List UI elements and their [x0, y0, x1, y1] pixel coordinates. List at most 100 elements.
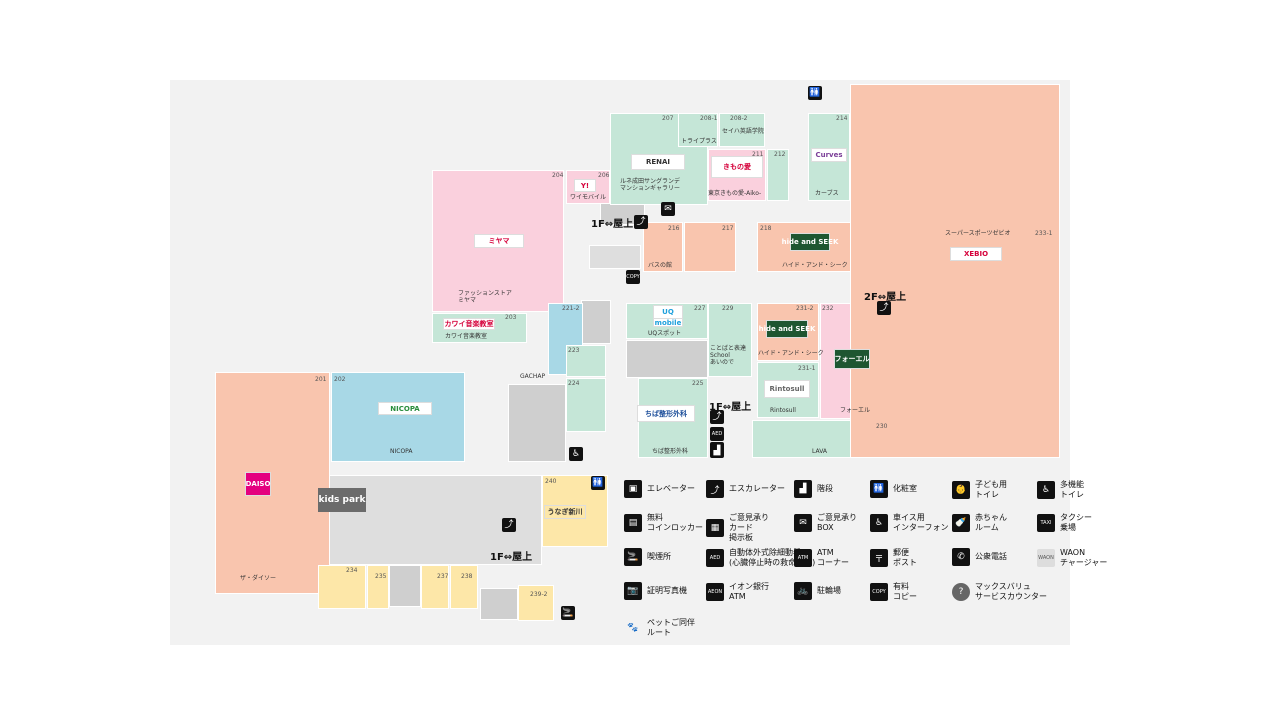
logo-kids-park[interactable]: kids park — [318, 488, 366, 512]
logo-unagi[interactable]: うなぎ新川 — [544, 505, 586, 519]
store-unit-208-1[interactable] — [678, 113, 718, 147]
store-unit-216[interactable] — [643, 222, 683, 272]
store-name-230: LAVA — [812, 448, 828, 455]
restroom-icon: 🚻 — [870, 480, 888, 498]
legend-label: エスカレーター — [729, 484, 785, 493]
legend-baby-room: 🍼赤ちゃん ルーム — [952, 513, 1007, 533]
floor-link-label: 1F⇔屋上 — [591, 219, 634, 230]
stairs-icon: ▟ — [710, 444, 724, 458]
store-number-231-1: 231-1 — [798, 365, 816, 372]
store-unit-235[interactable] — [367, 565, 389, 609]
store-number-224: 224 — [568, 380, 580, 387]
store-name-232: フォーエル — [840, 407, 871, 414]
postbox-icon: 〒 — [870, 549, 888, 567]
logo-rintosull[interactable]: Rintosull — [764, 380, 810, 398]
coin-locker-icon: ▤ — [624, 514, 642, 532]
void-block-5 — [480, 588, 518, 620]
aed-icon: AED — [706, 549, 724, 567]
store-unit-239-2[interactable] — [518, 585, 554, 621]
store-name-211: 東京きもの愛-Aiko- — [708, 190, 762, 197]
legend-label: 自動体外式除細動器 (心臓停止時の救命装置) — [729, 548, 816, 567]
logo-daiso[interactable]: DAISO — [245, 472, 271, 496]
copy-machine-icon: COPY — [626, 270, 640, 284]
escalator-icon: ⤴ — [706, 480, 724, 498]
void-block-3 — [508, 384, 566, 462]
store-number-239-2: 239-2 — [530, 591, 548, 598]
store-name-229: ことばと表達 School あいので — [710, 345, 747, 366]
store-number-206: 206 — [598, 172, 610, 179]
logo-hide-seek-1[interactable]: hide and SEEK — [782, 233, 838, 251]
logo-kawai[interactable]: カワイ音楽教室 — [443, 318, 495, 330]
store-unit-217[interactable] — [684, 222, 736, 272]
escalator-icon: ⤴ — [634, 215, 648, 229]
store-unit-234[interactable] — [318, 565, 366, 609]
store-number-234: 234 — [346, 567, 358, 574]
legend-service: ?マックスバリュ サービスカウンター — [952, 582, 1047, 602]
legend-label: ご意見承り カード 掲示板 — [729, 513, 769, 542]
store-unit-212[interactable] — [767, 149, 789, 201]
store-number-201: 201 — [315, 376, 327, 383]
legend-comment-card: ▦ご意見承り カード 掲示板 — [706, 513, 769, 543]
restroom-icon: 🚻 — [808, 86, 822, 100]
store-unit-202[interactable] — [331, 372, 465, 462]
store-unit-229[interactable] — [708, 303, 752, 377]
atrium-block — [589, 245, 641, 269]
logo-curves[interactable]: Curves — [811, 148, 847, 162]
store-name-208-2: セイハ英語学院 — [722, 128, 764, 135]
legend-label: エレベーター — [647, 484, 695, 493]
multipurpose-toilet-icon: ♿ — [1037, 481, 1055, 499]
opinion-box-icon: ✉ — [661, 202, 675, 216]
pet-route-icon: 🐾 — [627, 623, 639, 633]
legend-label: 喫煙所 — [647, 552, 671, 561]
logo-uq-top[interactable]: UQ — [653, 305, 683, 319]
logo-chiba[interactable]: ちば整形外科 — [637, 405, 695, 422]
store-number-230: 230 — [876, 423, 888, 430]
kids-toilet-icon: 👶 — [952, 481, 970, 499]
store-name-216: バスの館 — [648, 262, 673, 269]
logo-xebio[interactable]: XEBIO — [950, 247, 1002, 261]
baby-room-icon: 🍼 — [952, 514, 970, 532]
logo-uq-bottom[interactable]: mobile — [653, 318, 683, 327]
wheelchair-icon: ♿ — [569, 447, 583, 461]
service-counter-icon: ? — [952, 583, 970, 601]
logo-miyama[interactable]: ミヤマ — [474, 234, 524, 248]
legend-pet: 🐾 ペットご同伴 ルート — [624, 618, 695, 638]
store-name-207: ルネ成田サングランデ マンションギャラリー — [620, 178, 681, 192]
store-name-201: ザ・ダイソー — [240, 575, 277, 582]
waon-charger-icon: WAON — [1037, 549, 1055, 567]
store-unit-233-1[interactable] — [850, 84, 1060, 458]
elevator-icon: ▣ — [624, 480, 642, 498]
store-unit-237[interactable] — [421, 565, 449, 609]
floor-link-label: 1F⇔屋上 — [490, 552, 533, 563]
store-unit-201[interactable] — [215, 372, 330, 594]
legend-label: 公衆電話 — [975, 552, 1007, 561]
store-unit-223[interactable] — [566, 345, 606, 377]
legend-label: ペットご同伴 ルート — [647, 618, 695, 637]
legend-bicycle: 🚲駐輪場 — [794, 582, 841, 600]
legend-label: 多機能 トイレ — [1060, 480, 1084, 499]
store-unit-224[interactable] — [566, 378, 606, 432]
store-number-218: 218 — [760, 225, 772, 232]
store-number-221-2: 221-2 — [562, 305, 580, 312]
store-unit-208-2[interactable] — [719, 113, 765, 147]
aed-icon: AED — [710, 427, 724, 441]
legend-aed: AED 自動体外式除細動器 (心臓停止時の救命装置) — [706, 548, 815, 568]
taxi-icon: TAXI — [1037, 514, 1055, 532]
store-number-211: 211 — [752, 151, 764, 158]
legend-label: 無料 コインロッカー — [647, 513, 703, 532]
wheelchair-interphone-icon: ♿ — [870, 514, 888, 532]
logo-renai[interactable]: RENAI — [631, 154, 685, 170]
photo-booth-icon: 📷 — [624, 582, 642, 600]
void-block-2 — [626, 340, 708, 378]
logo-ymobile[interactable]: Y! — [574, 179, 596, 192]
logo-nicopa[interactable]: NICOPA — [378, 402, 432, 415]
store-unit-238[interactable] — [450, 565, 478, 609]
logo-foel[interactable]: フォーエル — [834, 349, 870, 369]
logo-kimono[interactable]: きもの愛 — [711, 156, 763, 178]
logo-hide-seek-2[interactable]: hide and SEEK — [759, 320, 815, 338]
